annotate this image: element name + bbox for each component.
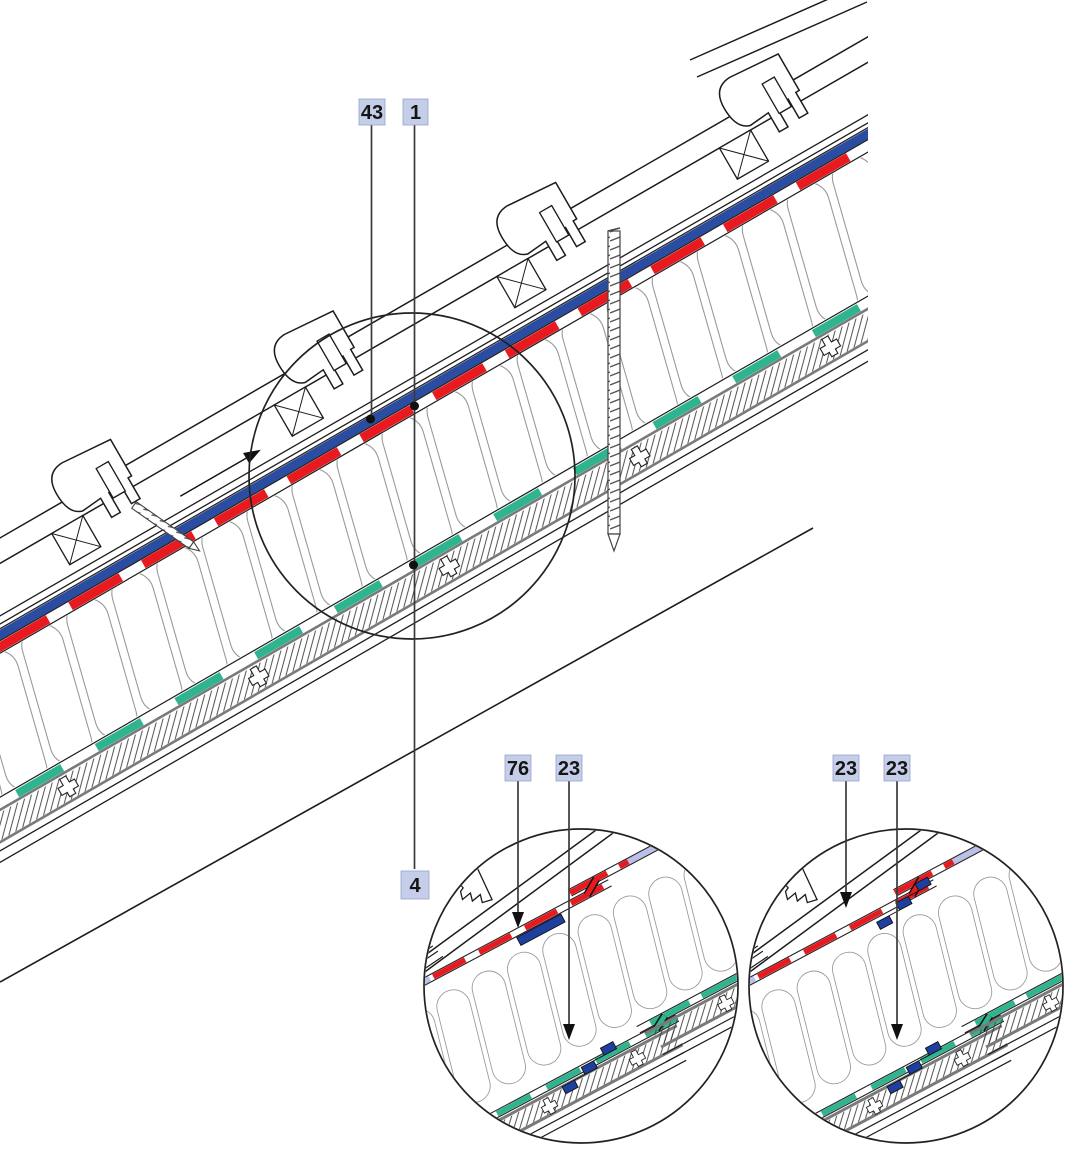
callout-23-right-b: 23 <box>883 754 911 782</box>
detail-circle-left-content <box>425 830 737 1142</box>
section-line <box>0 527 814 983</box>
callout-23-text: 23 <box>886 758 908 780</box>
detail-circle-right-content <box>750 830 1062 1142</box>
detail-circle-left <box>423 828 739 1144</box>
callout-23-text: 23 <box>558 758 580 780</box>
adhesive-patch-76 <box>516 913 566 947</box>
leader-dot-teal-membrane <box>409 560 418 570</box>
upper-tile-line <box>696 1 868 78</box>
callout-76: 76 <box>504 754 532 782</box>
callout-23-left: 23 <box>555 754 583 782</box>
detail-circle-right <box>748 828 1064 1144</box>
callout-4-text: 4 <box>409 875 421 897</box>
callout-23-right-a: 23 <box>832 754 860 782</box>
vapour-membrane-teal <box>0 251 868 839</box>
counter-batten-line <box>0 119 868 701</box>
callout-43-text: 43 <box>361 102 383 124</box>
airtight-membrane-red <box>0 133 868 723</box>
callout-1-text: 1 <box>410 102 421 124</box>
leader-lines <box>370 125 416 869</box>
leader-dot-red-membrane <box>410 401 419 411</box>
fastening-screw-long <box>607 227 621 553</box>
callout-43: 43 <box>358 98 386 126</box>
detail-leaders <box>512 781 903 1040</box>
sarking-membrane-blue <box>0 123 868 714</box>
leader-dot-blue-membrane <box>366 414 375 424</box>
callout-1: 1 <box>402 98 429 126</box>
callout-23-text: 23 <box>835 758 857 780</box>
callout-76-text: 76 <box>507 758 529 780</box>
sheathing-hatch <box>0 258 868 880</box>
upper-tile-line <box>689 0 829 61</box>
detail-circle-main <box>248 312 576 640</box>
fastening-screw-short <box>130 500 201 552</box>
callouts: 43 1 4 76 23 23 23 <box>358 98 911 900</box>
roof-assembly <box>0 0 868 880</box>
counter-batten-line <box>0 113 868 695</box>
callout-4: 4 <box>400 870 430 900</box>
ventilation-arrow <box>179 449 261 497</box>
